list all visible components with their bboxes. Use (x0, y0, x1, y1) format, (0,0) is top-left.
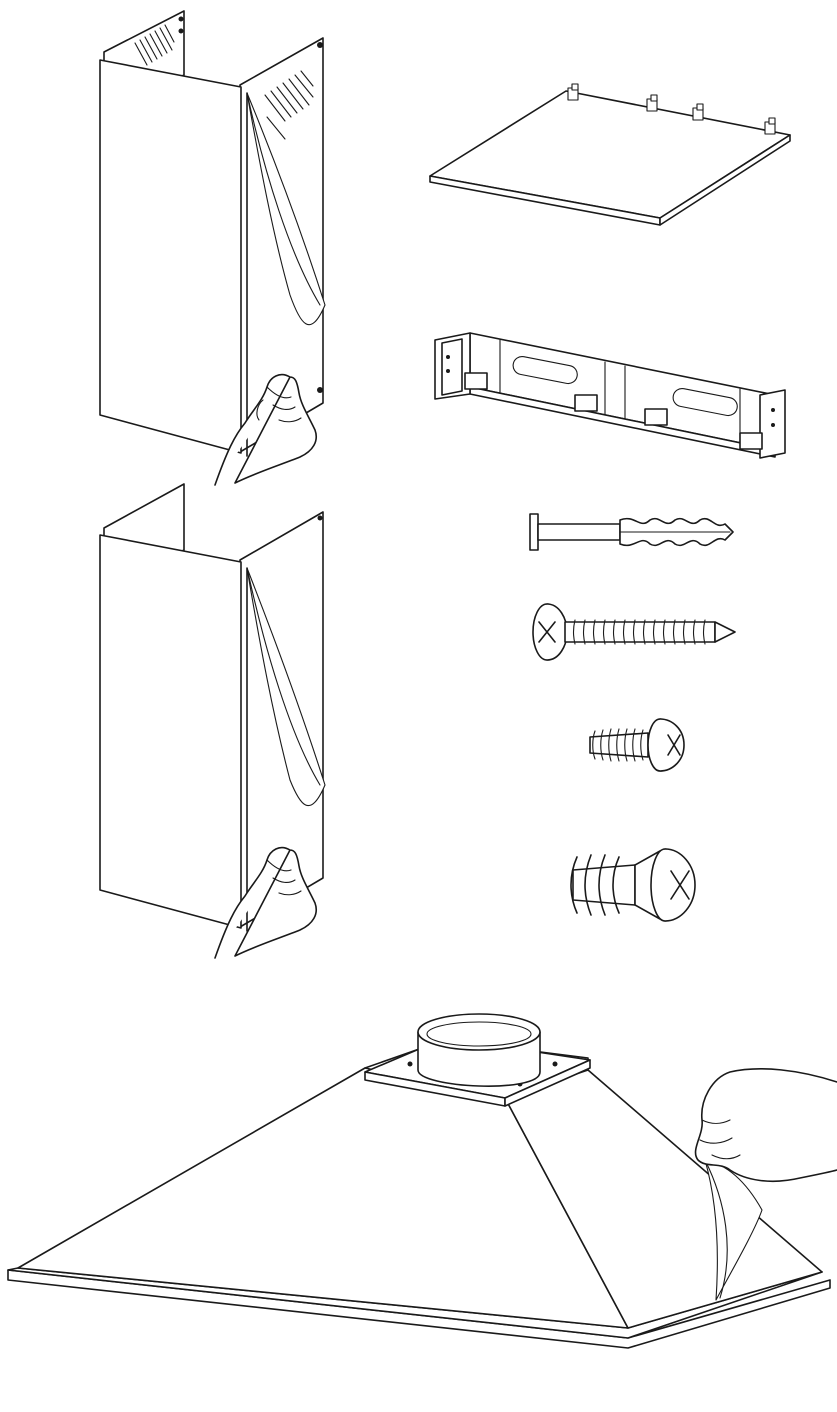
wall-anchor (529, 513, 734, 551)
upper-chimney-vent-back (134, 24, 175, 66)
lower-chimney (99, 483, 326, 959)
upper-chimney-film (246, 92, 326, 326)
long-wood-screw (532, 603, 736, 661)
lower-chimney-film (246, 567, 326, 807)
large-thread-screw (570, 848, 696, 922)
short-screw (589, 718, 685, 772)
lower-chimney-hand (214, 846, 317, 959)
chimney-top-cover-plate (429, 83, 791, 226)
upper-chimney-vent-right (264, 70, 314, 140)
upper-chimney-hand (214, 373, 317, 486)
cover-plate-clips (567, 83, 776, 135)
hood-hand (694, 1068, 837, 1183)
wall-mounting-bracket (434, 332, 786, 459)
hood-canopy (7, 1013, 837, 1349)
upper-chimney (99, 10, 326, 486)
